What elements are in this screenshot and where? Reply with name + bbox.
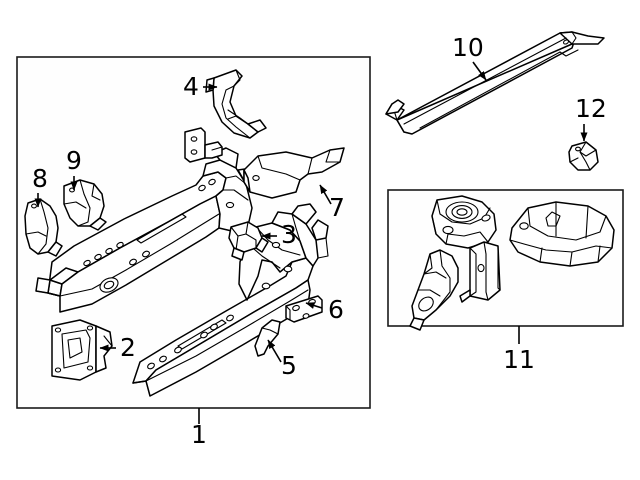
callout-leader-lines (34, 61, 588, 363)
part-1-main-frame-rail[interactable] (35, 147, 329, 397)
callout-label-10: 10 (452, 33, 484, 62)
leader-5 (267, 339, 282, 363)
part-8-left-support-bracket[interactable] (24, 198, 63, 257)
callout-label-3: 3 (281, 220, 297, 249)
callout-label-2: 2 (120, 333, 136, 362)
part-upper-small-bracket[interactable] (184, 127, 223, 163)
part-11-strut-tower (431, 195, 497, 249)
part-11-vertical-panel (459, 241, 501, 303)
part-11-front-apron-assembly-group[interactable] (409, 195, 615, 331)
callout-label-5: 5 (281, 351, 297, 380)
part-9-right-support-bracket[interactable] (63, 179, 107, 231)
callout-label-7: 7 (329, 193, 345, 222)
part-5-reinforcement-gusset[interactable] (254, 319, 281, 357)
callout-label-12: 12 (575, 94, 607, 123)
callout-label-9: 9 (66, 146, 82, 175)
part-3-small-angle-bracket[interactable] (228, 221, 269, 261)
callout-label-4: 4 (183, 72, 199, 101)
part-11-apron-panel (509, 201, 615, 267)
callout-label-6: 6 (328, 295, 344, 324)
callout-label-11: 11 (503, 345, 535, 374)
callout-label-8: 8 (32, 164, 48, 193)
leader-7 (319, 184, 332, 205)
callout-label-1: 1 (191, 420, 207, 449)
part-7-crossmember-channel[interactable] (243, 147, 345, 199)
leader-6 (305, 302, 323, 309)
part-10-long-side-sill-rail[interactable] (385, 31, 605, 135)
part-12-small-clip-bracket[interactable] (568, 141, 599, 171)
leader-10 (472, 61, 487, 81)
part-11-lower-bracket (409, 249, 459, 331)
